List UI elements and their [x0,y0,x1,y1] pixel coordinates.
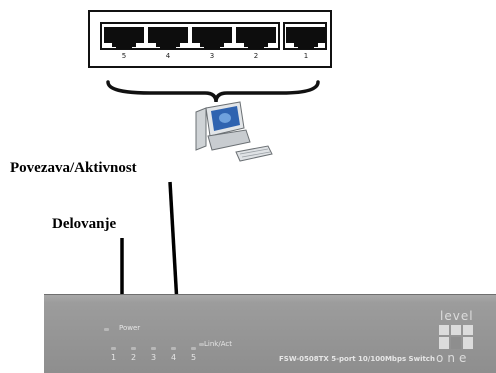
link-act-label: Link/Act [204,340,232,348]
brand-logo-top: level [440,309,474,323]
ethernet-port-4 [148,27,188,49]
port-number: 3 [209,52,215,60]
brace-connector [106,80,320,103]
link-activity-label: Povezava/Aktivnost [10,160,137,176]
port-number: 5 [121,52,127,60]
port-number: 4 [165,52,171,60]
port-led-3 [151,347,156,350]
port-group-1-4 [100,22,280,50]
port-led-number: 1 [111,353,117,362]
operation-label: Delovanje [52,216,117,232]
ethernet-port-2 [236,27,276,49]
switch-rear-diagram: 5 4 3 2 1 [88,10,332,68]
port-number: 2 [253,52,259,60]
ethernet-port-3 [192,27,232,49]
ethernet-port-1 [286,27,326,49]
port-led-number: 2 [131,353,137,362]
power-led [104,328,109,331]
port-led-number: 4 [171,353,177,362]
port-led-4 [171,347,176,350]
power-label: Power [119,324,141,332]
port-group-single [283,22,327,50]
brand-logo-icon [439,325,473,349]
model-text: FSW-0508TX 5-port 10/100Mbps Switch [279,355,435,363]
link-act-led [199,343,204,346]
switch-front-panel: Power Link/Act 1 2 3 4 5 FSW-0508TX 5-po… [44,294,496,373]
port-led-number: 3 [151,353,157,362]
computer-icon [195,101,273,162]
port-number: 1 [303,52,309,60]
port-led-5 [191,347,196,350]
port-led-2 [131,347,136,350]
brand-logo-bottom: one [436,351,471,365]
ethernet-port-5 [104,27,144,49]
port-led-number: 5 [191,353,197,362]
port-led-1 [111,347,116,350]
